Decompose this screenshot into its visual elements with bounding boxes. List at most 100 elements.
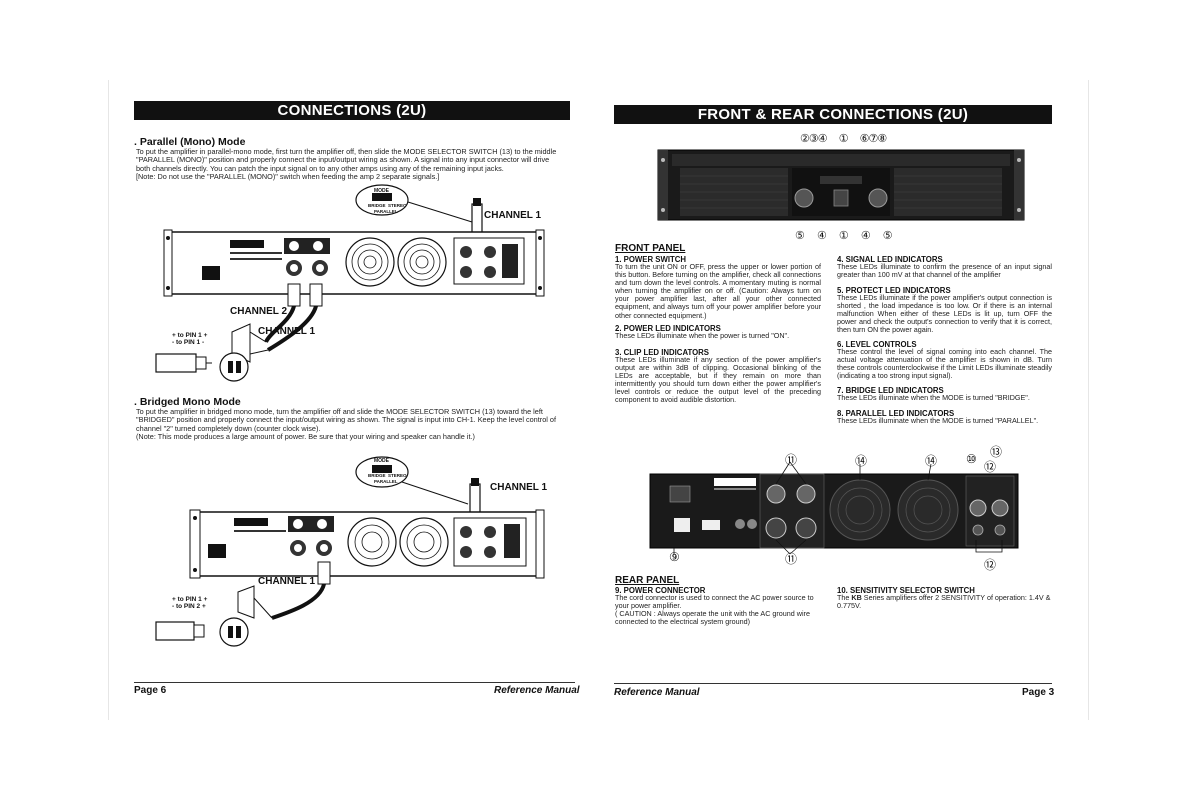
speakon-socket-icon [219,352,249,382]
right-footer-rule [614,683,1052,684]
rear-panel-image [649,461,1019,555]
parallel-mode-parallel: PARALLEL [374,209,398,214]
cooling-fan-icon [347,517,397,567]
bridged-line: "BRIDGED" position and properly connect … [136,415,556,425]
left-footer-rule [134,682,575,683]
front-item-head: 2. POWER LED INDICATORS [615,324,721,333]
front-item-head: 8. PARALLEL LED INDICATORS [837,409,955,418]
xlr-plug-icon [469,483,481,515]
bridged-line: To put the amplifier in bridged mono mod… [136,407,543,416]
xlr-plug-icon [471,203,483,235]
parallel-label-channel1-out: CHANNEL 1 [258,326,316,337]
front-item-body: These LEDs illuminate if the power ampli… [837,293,1052,335]
bridged-line: channel "2" turned completely down (coun… [136,423,321,433]
power-inlet-icon [202,266,220,280]
rear-callout-12b: ⑫ [984,558,997,572]
callout-5: ⑤ [795,230,805,242]
front-callouts-top: ②③④ ① ⑥⑦⑧ [800,132,887,145]
parallel-text: To put the amplifier in parallel-mono mo… [136,147,576,182]
parallel-mode-stereo: STEREO [388,203,407,208]
parallel-label-channel1-in: CHANNEL 1 [484,210,542,221]
rear-item-head: 10. SENSITIVITY SELECTOR SWITCH [837,586,975,595]
bridged-label-channel1-in: CHANNEL 1 [490,482,548,493]
speakon-socket-icon [219,617,249,647]
parallel-line: both channels directly. You can patch th… [136,163,504,173]
callout-3: ③ [808,133,819,145]
parallel-pin-plus: + to PIN 1 + [172,332,208,339]
front-item-head: 5. PROTECT LED INDICATORS [837,286,951,295]
xlr-input-icon [991,499,1009,517]
rear-fan-icon [897,479,959,541]
speaker-icon [231,323,251,363]
parallel-line: "PARALLEL (MONO)" position and properly … [136,155,550,165]
bridged-pin-plus: + to PIN 1 + [172,596,208,603]
rear-callout-12: ⑫ [984,460,997,474]
bridged-mode-parallel: PARALLEL [374,479,398,484]
callout-8: ⑧ [877,133,887,145]
right-page-title: FRONT & REAR CONNECTIONS (2U) [614,105,1052,124]
front-item-head: 1. POWER SWITCH [615,255,687,264]
callout-4: ④ [816,230,827,242]
front-item-body: These LEDs illuminate when the MODE is t… [837,416,1039,425]
front-item-body: These LEDs illuminate to confirm the pre… [837,262,1052,280]
front-item-head: 3. CLIP LED INDICATORS [615,348,710,357]
callout-4: ④ [860,230,871,242]
front-item-body: These LEDs illuminate when the power is … [615,331,790,340]
right-footer-manual: Reference Manual [614,687,700,698]
speaker-icon [237,585,255,619]
bridged-mode-bridge: BRIDGE [368,473,386,478]
callout-4: ④ [817,133,828,145]
bridged-heading: . Bridged Mono Mode [134,396,241,408]
parallel-wiring-diagram [155,184,545,382]
level-knob-icon [794,188,814,208]
rear-callout-9: ⑨ [669,550,680,564]
bridged-mode-label: MODE [374,458,389,464]
power-switch-icon [833,189,849,207]
front-item-body: These LEDs illuminate if any section of … [615,355,821,405]
front-item-head: 4. SIGNAL LED INDICATORS [837,255,943,264]
parallel-pin-minus: - to PIN 1 - [172,339,205,346]
front-panel-heading: FRONT PANEL [615,243,686,254]
mode-switch-icon [372,193,392,201]
rear-item-body: The cord connector is used to connect th… [615,593,814,627]
right-page-number: Page 3 [1022,687,1055,698]
left-page [108,80,590,720]
bridged-wiring-diagram [155,456,545,647]
parallel-mode-label: MODE [374,188,389,194]
rear-callout-11: ⑪ [785,453,798,467]
callout-6: ⑥ [859,133,870,145]
mode-switch-icon [372,465,392,473]
bridged-pin-minus: - to PIN 2 + [172,603,206,610]
rear-callout-13: ⑬ [990,445,1003,459]
rear-callout-14b: ⑭ [925,454,938,468]
left-page-title: CONNECTIONS (2U) [134,101,570,120]
callout-1: ① [838,230,849,242]
speakon-plug-icon [155,353,197,373]
rear-panel-heading: REAR PANEL [615,575,680,586]
rear-item-text: Series amplifiers offer 2 SENSITIVITY of… [837,593,1051,611]
power-connector-icon [674,518,690,532]
bridged-label-channel1-out: CHANNEL 1 [258,576,316,587]
bridged-line: (Note: This mode produces a large amount… [136,432,475,442]
left-footer-manual: Reference Manual [494,685,580,696]
callout-2: ② [800,133,810,145]
parallel-mode-bridge: BRIDGE [368,203,386,208]
front-panel-image [657,149,1025,221]
parallel-line: To put the amplifier in parallel-mono mo… [136,147,557,156]
parallel-line: [Note: Do not use the "PARALLEL (MONO)" … [136,172,440,182]
front-callouts-bottom: ⑤ ④ ① ④ ⑤ [795,229,893,242]
cooling-fan-icon [397,237,447,287]
parallel-label-channel2: CHANNEL 2 [230,306,288,317]
rear-item-head: 9. POWER CONNECTOR [615,586,706,595]
rear-item-body: The KB Series amplifiers offer 2 SENSITI… [837,593,1052,611]
callout-7: ⑦ [868,133,879,145]
callout-1: ① [838,133,849,145]
rear-item-text: The [837,593,852,602]
rear-callout-10: ⑩ [966,452,977,466]
front-item-body: These LEDs illuminate when the MODE is t… [837,393,1030,402]
bridged-text: To put the amplifier in bridged mono mod… [136,407,576,442]
front-item-head: 7. BRIDGE LED INDICATORS [837,386,944,395]
rear-callout-14a: ⑭ [855,454,868,468]
callout-5: ⑤ [882,230,893,242]
level-knob-icon [868,188,888,208]
